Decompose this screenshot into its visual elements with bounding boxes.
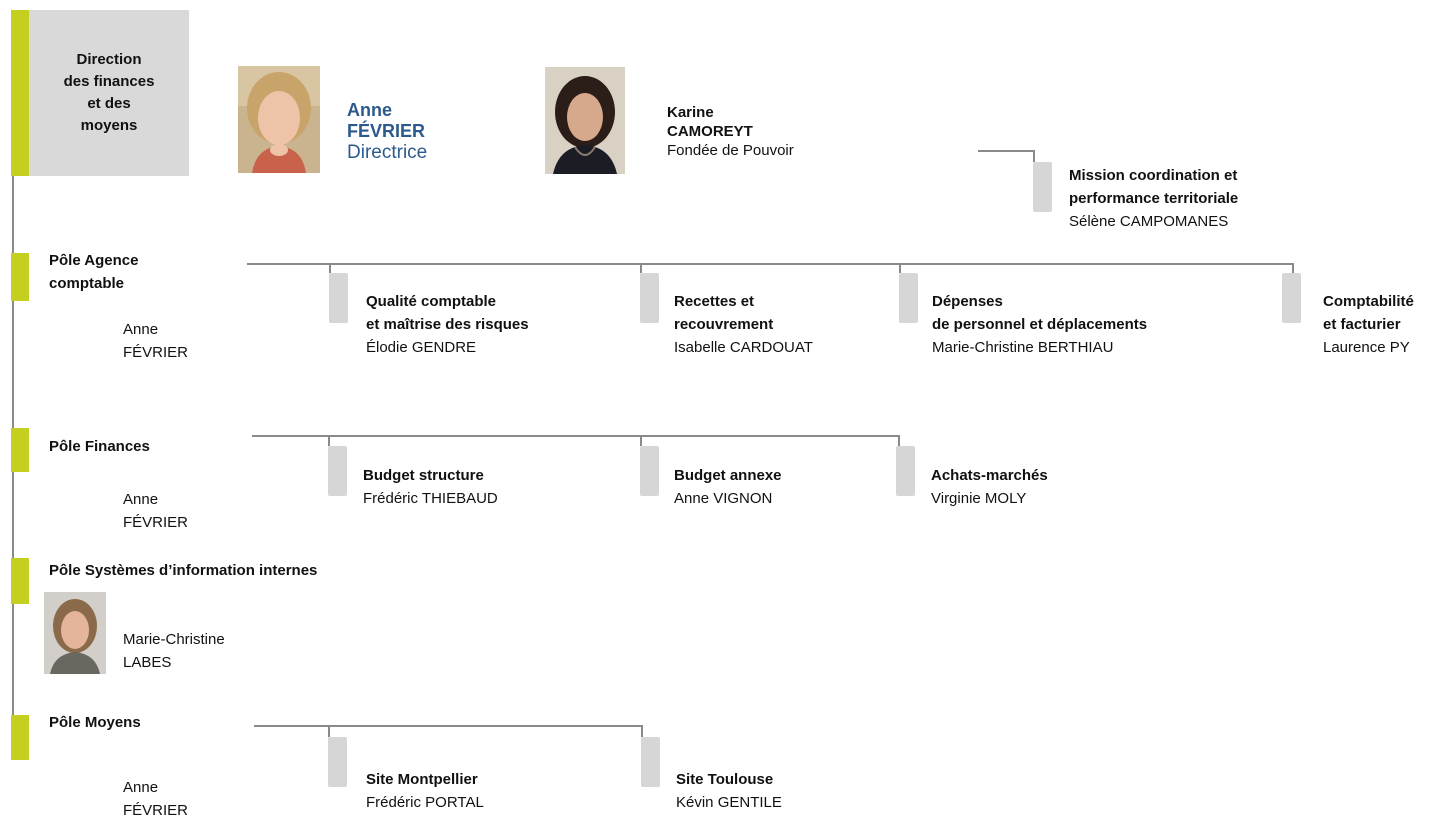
head-first-name: Anne <box>123 321 159 338</box>
unit-title: Dépenses <box>932 293 1003 310</box>
unit-head: Frédéric THIEBAUD <box>363 490 498 507</box>
unit-title: Budget annexe <box>674 467 782 484</box>
pole-moyens-accent <box>11 715 29 760</box>
director-role: Directrice <box>347 142 428 163</box>
unit-title: Recettes et <box>674 293 755 310</box>
pole-agence-accent <box>11 253 29 301</box>
unit-title: Site Montpellier <box>366 771 478 788</box>
mission-box: Mission coordination et performance terr… <box>1069 164 1238 233</box>
mission-connector-v <box>1033 150 1035 162</box>
unit-title: et maîtrise des risques <box>366 316 529 333</box>
unit-head: Frédéric PORTAL <box>366 794 484 811</box>
proxy-first-name: Karine <box>667 104 714 121</box>
mission-connector-h <box>978 150 1034 152</box>
proxy-card: Karine CAMOREYT Fondée de Pouvoir <box>667 103 794 160</box>
unit-head: Élodie GENDRE <box>366 339 477 356</box>
unit-connector-v <box>1292 263 1294 273</box>
unit-title: de personnel et déplacements <box>932 316 1148 333</box>
pole-title-line: comptable <box>49 275 125 292</box>
pole-agence-title: Pôle Agence comptable <box>49 249 138 295</box>
pole-finances-head: Anne FÉVRIER <box>123 488 188 534</box>
director-card: Anne FÉVRIER Directrice <box>347 100 427 163</box>
head-first-name: Marie-Christine <box>123 631 225 648</box>
pole-si-accent <box>11 558 29 604</box>
unit-head: Anne VIGNON <box>674 490 773 507</box>
director-first-name: Anne <box>347 100 392 120</box>
header-accent-bar <box>11 10 29 176</box>
unit-tab <box>640 273 659 323</box>
unit-tab <box>641 737 660 787</box>
pole-title-line: Pôle Agence <box>49 252 139 269</box>
unit-head: Virginie MOLY <box>931 490 1027 507</box>
pole-moyens-title: Pôle Moyens <box>49 714 141 731</box>
unit-connector-v <box>640 263 642 273</box>
unit-box-achats: Achats-marchés Virginie MOLY <box>931 464 1048 510</box>
mission-tab <box>1033 162 1052 212</box>
si-head-photo <box>44 592 106 674</box>
head-last-name: FÉVRIER <box>123 344 189 361</box>
unit-title: Comptabilité <box>1323 293 1414 310</box>
unit-title: et facturier <box>1323 316 1401 333</box>
unit-box-qualite: Qualité comptable et maîtrise des risque… <box>366 290 529 359</box>
mission-title: performance territoriale <box>1069 190 1239 207</box>
head-first-name: Anne <box>123 491 159 508</box>
moyens-connector-h <box>254 725 643 727</box>
title-line: Direction <box>76 51 142 68</box>
proxy-last-name: CAMOREYT <box>667 123 753 140</box>
unit-tab <box>1282 273 1301 323</box>
pole-agence-head: Anne FÉVRIER <box>123 318 188 364</box>
head-last-name: FÉVRIER <box>123 514 189 531</box>
unit-box-montpellier: Site Montpellier Frédéric PORTAL <box>366 768 484 814</box>
unit-tab <box>328 737 347 787</box>
unit-title: recouvrement <box>674 316 774 333</box>
title-line: moyens <box>80 117 138 134</box>
unit-title: Qualité comptable <box>366 293 497 310</box>
title-line: et des <box>87 95 131 112</box>
unit-connector-v <box>329 263 331 273</box>
unit-box-budget-annexe: Budget annexe Anne VIGNON <box>674 464 782 510</box>
pole-moyens-head: Anne FÉVRIER <box>123 776 188 822</box>
unit-connector-v <box>899 263 901 273</box>
unit-tab <box>329 273 348 323</box>
director-photo <box>238 66 320 173</box>
unit-tab <box>640 446 659 496</box>
unit-tab <box>328 446 347 496</box>
unit-box-comptabilite: Comptabilité et facturier Laurence PY <box>1323 290 1414 359</box>
unit-connector-v <box>641 725 643 737</box>
unit-head: Marie-Christine BERTHIAU <box>932 339 1114 356</box>
unit-connector-v <box>898 435 900 446</box>
unit-box-toulouse: Site Toulouse Kévin GENTILE <box>676 768 782 814</box>
mission-head: Sélène CAMPOMANES <box>1069 213 1229 230</box>
title-line: des finances <box>63 73 155 90</box>
finances-connector-h <box>252 435 900 437</box>
unit-tab <box>899 273 918 323</box>
unit-box-budget-structure: Budget structure Frédéric THIEBAUD <box>363 464 498 510</box>
unit-box-depenses: Dépenses de personnel et déplacements Ma… <box>932 290 1147 359</box>
agence-connector-h <box>247 263 1294 265</box>
proxy-role: Fondée de Pouvoir <box>667 142 794 159</box>
head-last-name: LABES <box>123 654 172 671</box>
header-box: Direction des finances et des moyens <box>29 10 189 176</box>
pole-finances-accent <box>11 428 29 472</box>
proxy-photo <box>545 67 625 174</box>
head-last-name: FÉVRIER <box>123 802 189 819</box>
unit-connector-v <box>328 725 330 737</box>
mission-title: Mission coordination et <box>1069 167 1238 184</box>
pole-finances-title: Pôle Finances <box>49 438 150 455</box>
unit-connector-v <box>328 435 330 446</box>
pole-si-title: Pôle Systèmes d’information internes <box>49 562 318 579</box>
unit-tab <box>896 446 915 496</box>
unit-head: Laurence PY <box>1323 339 1410 356</box>
unit-title: Budget structure <box>363 467 484 484</box>
unit-connector-v <box>640 435 642 446</box>
unit-head: Kévin GENTILE <box>676 794 782 811</box>
unit-box-recettes: Recettes et recouvrement Isabelle CARDOU… <box>674 290 813 359</box>
unit-head: Isabelle CARDOUAT <box>674 339 813 356</box>
director-last-name: FÉVRIER <box>347 121 426 141</box>
head-first-name: Anne <box>123 779 159 796</box>
unit-title: Site Toulouse <box>676 771 774 788</box>
pole-si-head: Marie-Christine LABES <box>123 628 225 674</box>
unit-title: Achats-marchés <box>931 467 1048 484</box>
page-title: Direction des finances et des moyens <box>64 49 155 137</box>
